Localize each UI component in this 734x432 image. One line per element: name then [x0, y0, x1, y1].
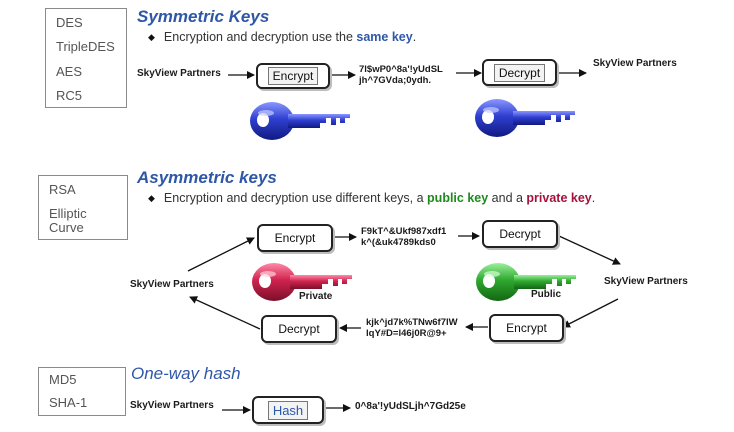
hash-label: Hash: [267, 400, 309, 420]
algorithm-elliptic-curve: Elliptic Curve: [49, 206, 87, 235]
symmetric-bullet-text: Encryption and decryption use the: [163, 30, 357, 44]
hash-box: Hash: [252, 396, 324, 424]
symmetric-title: Symmetric Keys: [137, 7, 270, 26]
asymmetric-title: Asymmetric keys: [137, 168, 277, 187]
algorithm-tripledes: TripleDES: [56, 39, 115, 54]
symmetric-ciphertext: 7l$wP0^8a'!yUdSL jh^7GVda;0ydh.: [359, 64, 443, 86]
asymmetric-bottom-decrypt-box: Decrypt: [261, 315, 337, 343]
asymmetric-algorithms-box: RSA Elliptic Curve: [38, 175, 128, 240]
arrow-bottom-decrypt-to-left: [189, 296, 261, 330]
asymmetric-bottom-encrypt-box: Encrypt: [489, 314, 564, 342]
public-key-emphasis: public key: [427, 191, 489, 205]
symmetric-algorithms-box: DES TripleDES AES RC5: [45, 8, 127, 108]
asymmetric-top-encrypt-box: Encrypt: [257, 224, 333, 252]
asymmetric-bullet-and: and a: [488, 191, 527, 205]
asymmetric-top-decrypt-label: Decrypt: [499, 227, 541, 241]
public-key-label: Public: [531, 289, 562, 300]
asymmetric-bottom-ciphertext: kjk^jd7k%TNw6f7lW lqY#D=l46j0R@9+: [366, 317, 458, 339]
algorithm-rsa: RSA: [49, 182, 76, 197]
asymmetric-right-party: SkyView Partners: [604, 276, 688, 287]
algorithm-aes: AES: [56, 64, 83, 79]
symmetric-encrypt-label: Encrypt: [267, 67, 319, 85]
asymmetric-bullet-end: .: [591, 191, 596, 205]
private-key-label: Private: [299, 291, 333, 302]
asymmetric-bottom-decrypt-label: Decrypt: [278, 322, 320, 336]
arrow-left-to-top-encrypt: [187, 237, 255, 272]
private-key-icon: [252, 263, 352, 301]
symmetric-key-right-icon: [475, 99, 575, 137]
algorithm-des: DES: [56, 15, 83, 30]
symmetric-bullet: ◆ Encryption and decryption use the same …: [148, 30, 416, 44]
symmetric-decrypt-label: Decrypt: [493, 63, 546, 82]
symmetric-cipher-line2: jh^7GVda;0ydh.: [359, 75, 432, 86]
hash-digest: 0^8a'!yUdSLjh^7Gd25e: [355, 401, 466, 412]
asymmetric-bottom-cipher-line1: kjk^jd7k%TNw6f7lW: [366, 317, 458, 328]
asymmetric-bottom-cipher-line2: lqY#D=l46j0R@9+: [366, 328, 447, 339]
symmetric-receiver: SkyView Partners: [593, 58, 677, 69]
bullet-diamond-icon: ◆: [148, 193, 155, 203]
algorithm-md5: MD5: [49, 372, 77, 387]
asymmetric-left-party: SkyView Partners: [130, 279, 214, 290]
asymmetric-bullet: ◆ Encryption and decryption use different…: [148, 191, 595, 205]
algorithm-rc5: RC5: [56, 88, 83, 103]
symmetric-bullet-end: .: [412, 30, 417, 44]
symmetric-key-left-icon: [250, 102, 350, 140]
symmetric-cipher-line1: 7l$wP0^8a'!yUdSL: [359, 64, 443, 75]
algorithm-sha1: SHA-1: [49, 395, 88, 410]
same-key-emphasis: same key: [356, 30, 413, 44]
asymmetric-top-ciphertext: F9kT^&Ukf987xdf1 k^(&uk4789kds0: [361, 226, 446, 248]
arrow-right-to-bottom-encrypt: [562, 298, 619, 328]
asymmetric-top-encrypt-label: Encrypt: [274, 231, 316, 245]
asymmetric-bottom-encrypt-label: Encrypt: [506, 321, 547, 335]
asymmetric-top-decrypt-box: Decrypt: [482, 220, 558, 248]
asymmetric-top-cipher-line1: F9kT^&Ukf987xdf1: [361, 226, 447, 237]
hash-sender: SkyView Partners: [130, 400, 214, 411]
bullet-diamond-icon: ◆: [148, 32, 155, 42]
private-key-emphasis: private key: [526, 191, 592, 205]
arrow-top-decrypt-to-right: [558, 235, 621, 265]
hash-algorithms-box: MD5 SHA-1: [38, 367, 126, 416]
asymmetric-bullet-text: Encryption and decryption use different …: [163, 191, 428, 205]
public-key-icon: [476, 263, 576, 301]
hash-title: One-way hash: [131, 364, 241, 383]
symmetric-decrypt-box: Decrypt: [482, 59, 557, 86]
symmetric-encrypt-box: Encrypt: [256, 63, 330, 89]
symmetric-sender: SkyView Partners: [137, 68, 221, 79]
asymmetric-top-cipher-line2: k^(&uk4789kds0: [361, 237, 436, 248]
